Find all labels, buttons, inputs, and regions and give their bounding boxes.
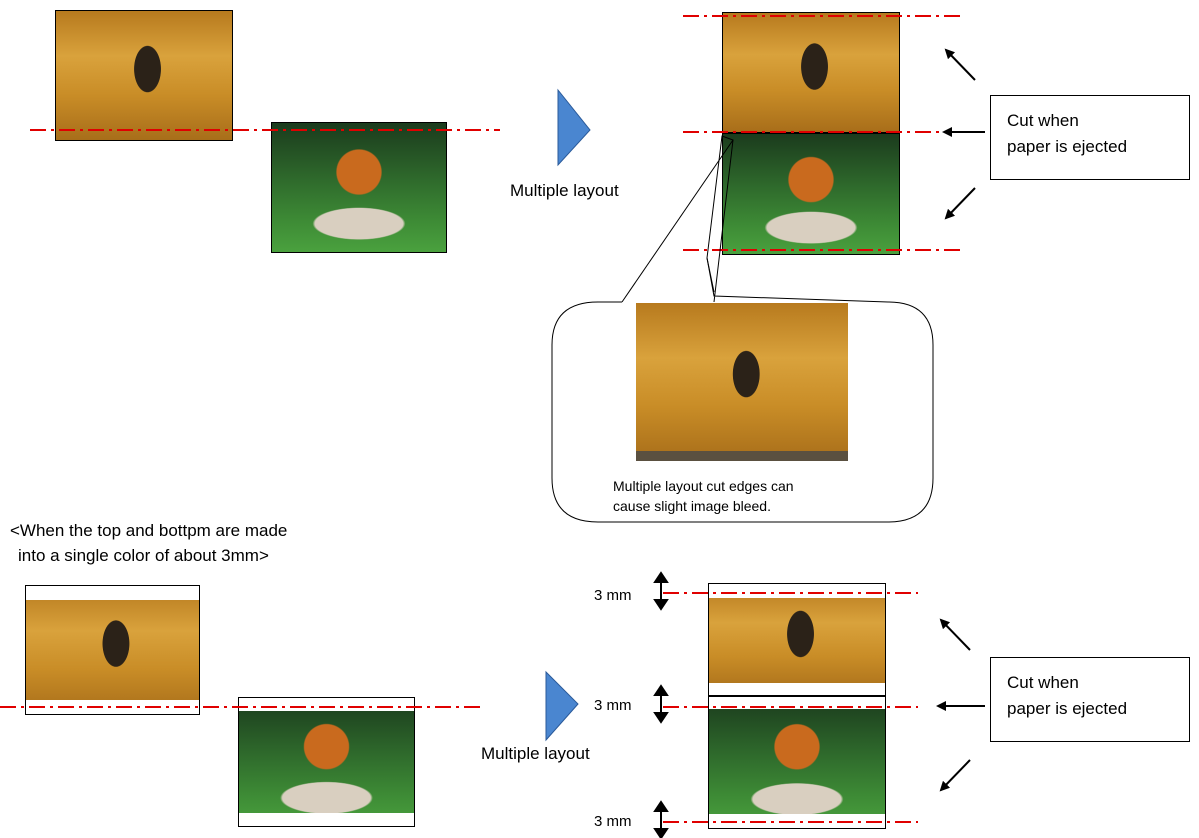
multiple-layout-label-top: Multiple layout (510, 181, 619, 200)
cut-callout-bottom-line1: Cut when (1007, 673, 1079, 692)
zoom-caption-line1: Multiple layout cut edges can (613, 478, 794, 494)
zebra-photo-result-bottom (708, 583, 886, 696)
margin-label-top: 3 mm (594, 587, 632, 604)
tiger-photo-source-top (271, 122, 447, 253)
zoom-caption-line2: cause slight image bleed. (613, 498, 771, 514)
margin-label-middle: 3 mm (594, 697, 632, 714)
process-arrow-bottom (545, 670, 579, 742)
arrow-down-left-bottom (939, 759, 971, 792)
zebra-photo-source-bottom (25, 585, 200, 715)
cut-callout-bottom-line2: paper is ejected (1007, 699, 1128, 718)
cut-callout-top: Cut when paper is ejected (990, 95, 1190, 180)
bottom-heading-line2: into a single color of about 3mm> (18, 546, 269, 565)
bottom-heading-line1: <When the top and bottpm are made (10, 521, 288, 540)
arrow-down-left-top (944, 187, 976, 220)
zoom-bubble (551, 135, 934, 523)
arrow-up-left-top (944, 48, 976, 81)
margin-label-bottom: 3 mm (594, 813, 632, 830)
multiple-layout-label-bottom: Multiple layout (481, 744, 590, 763)
tiger-photo-result-top (722, 133, 900, 255)
cut-callout-line2: paper is ejected (1007, 137, 1128, 156)
process-arrow-top (557, 88, 591, 167)
cut-callout-line1: Cut when (1007, 111, 1079, 130)
bleed-strip (636, 451, 848, 461)
arrow-up-left-bottom (939, 618, 971, 651)
cut-callout-bottom: Cut when paper is ejected (990, 657, 1190, 742)
zebra-photo-zoom (636, 303, 848, 461)
zebra-photo-source-top (55, 10, 233, 141)
